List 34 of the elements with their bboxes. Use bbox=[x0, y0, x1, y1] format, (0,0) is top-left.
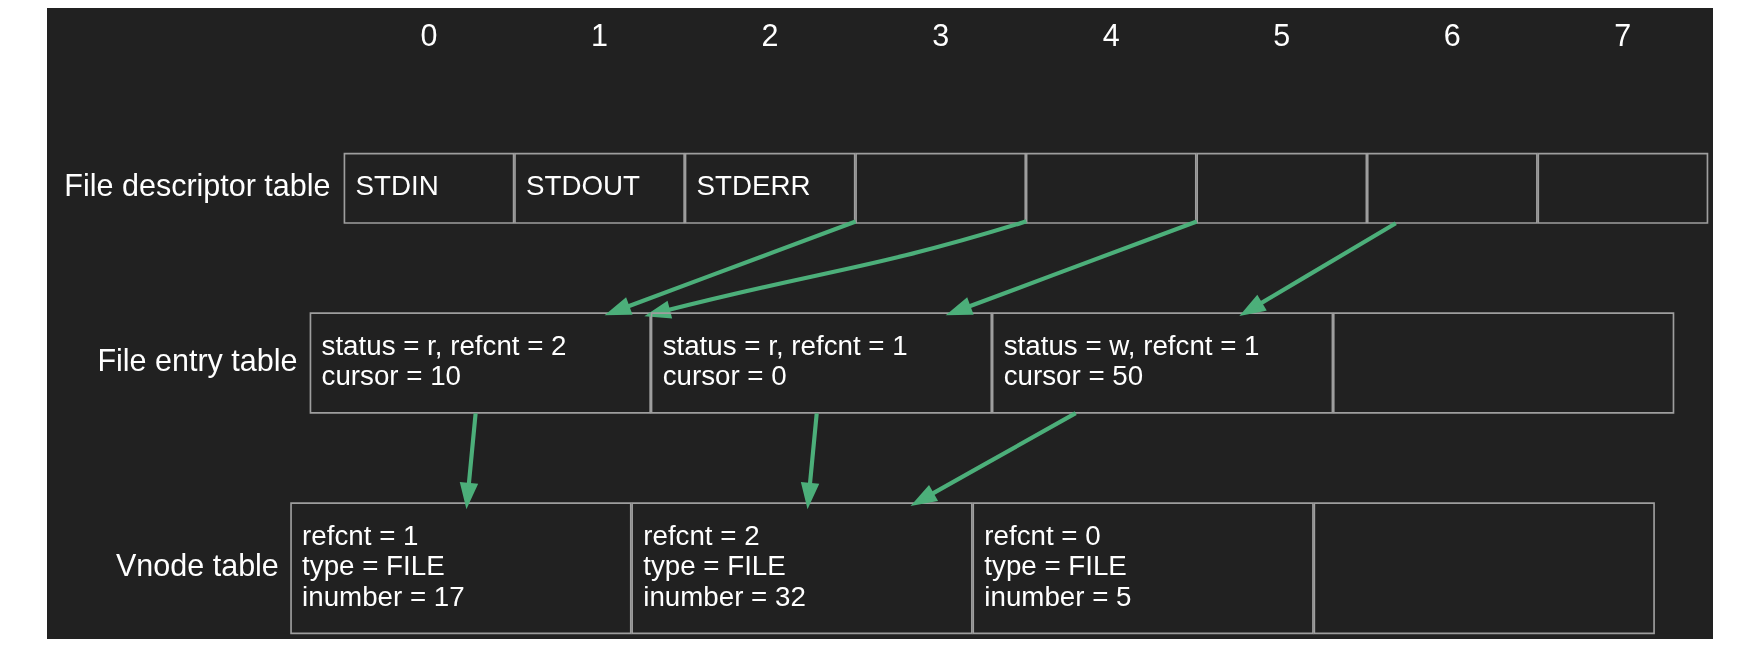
node-box bbox=[1332, 312, 1675, 414]
node-box bbox=[1025, 152, 1197, 224]
node-box bbox=[1313, 502, 1655, 635]
label: 2 bbox=[761, 18, 779, 53]
arrow bbox=[459, 413, 479, 510]
node-box: refcnt = 0 type = FILE inumber = 5 bbox=[972, 502, 1314, 635]
node-box bbox=[1366, 152, 1538, 224]
arrow bbox=[644, 219, 1028, 319]
label: File entry table bbox=[97, 342, 298, 377]
node-box: status = r, refcnt = 2 cursor = 10 bbox=[309, 312, 651, 414]
label: File descriptor table bbox=[64, 168, 331, 203]
node-box: refcnt = 2 type = FILE inumber = 32 bbox=[631, 502, 973, 635]
node-box: status = r, refcnt = 1 cursor = 0 bbox=[650, 312, 993, 414]
label: 0 bbox=[420, 18, 438, 53]
node-box: STDERR bbox=[684, 152, 856, 224]
label: 7 bbox=[1614, 18, 1632, 53]
label: 4 bbox=[1102, 18, 1120, 53]
arrow bbox=[910, 411, 1077, 506]
label: Vnode table bbox=[116, 548, 279, 582]
label: 6 bbox=[1443, 18, 1461, 53]
arrow bbox=[1239, 221, 1397, 317]
arrow bbox=[945, 219, 1198, 316]
arrow bbox=[604, 219, 857, 316]
node-box bbox=[855, 152, 1027, 224]
node-box bbox=[1196, 152, 1368, 224]
label: 5 bbox=[1273, 18, 1291, 53]
label: 3 bbox=[932, 18, 950, 53]
node-box: refcnt = 1 type = FILE inumber = 17 bbox=[290, 502, 632, 635]
label: 1 bbox=[591, 18, 609, 53]
node-box: status = w, refcnt = 1 cursor = 50 bbox=[991, 312, 1334, 414]
node-box bbox=[1537, 152, 1709, 224]
node-box: STDOUT bbox=[514, 152, 685, 224]
arrow bbox=[800, 413, 820, 510]
node-box: STDIN bbox=[343, 152, 515, 224]
